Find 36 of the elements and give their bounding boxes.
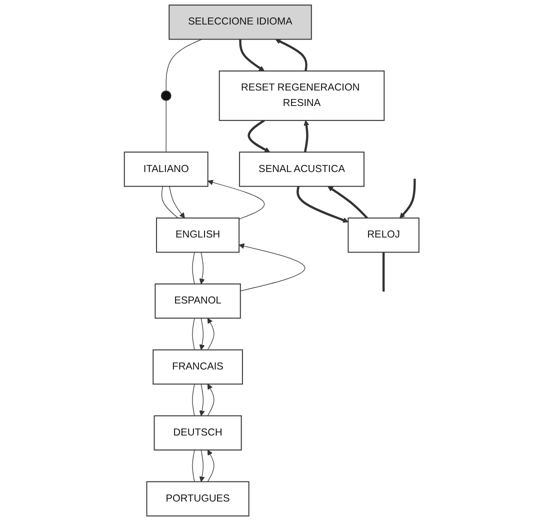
node-box: SENAL ACUSTICA bbox=[240, 152, 365, 187]
connector bbox=[192, 384, 196, 416]
arrow bbox=[248, 120, 271, 152]
node-box: ENGLISH bbox=[156, 218, 240, 253]
arrow bbox=[304, 120, 310, 152]
arrow bbox=[200, 384, 206, 416]
arrow bbox=[276, 38, 308, 72]
arrow bbox=[208, 384, 215, 416]
connector bbox=[192, 450, 196, 482]
node-box: ITALIANO bbox=[124, 152, 209, 187]
connector bbox=[192, 318, 196, 350]
arrow bbox=[297, 186, 349, 223]
node-box: RESET REGENERACION RESINA bbox=[219, 70, 386, 121]
node-box: SELECCIONE IDIOMA bbox=[169, 4, 312, 40]
arrow bbox=[239, 243, 306, 292]
arrow bbox=[208, 318, 215, 350]
node-box: FRANCAIS bbox=[153, 349, 244, 385]
arrow bbox=[200, 450, 206, 482]
arrow bbox=[240, 39, 265, 72]
node-box: ESPANOL bbox=[155, 283, 242, 319]
connector bbox=[192, 252, 196, 284]
arrow bbox=[200, 318, 206, 350]
node-box: PORTUGUES bbox=[146, 481, 250, 516]
node-box: RELOJ bbox=[348, 218, 420, 253]
arrow bbox=[208, 180, 266, 220]
connector bbox=[166, 38, 203, 92]
arrow bbox=[208, 450, 215, 482]
arrow bbox=[328, 186, 368, 219]
connector bbox=[382, 252, 386, 292]
node-circle bbox=[161, 90, 172, 101]
connector bbox=[166, 100, 167, 152]
node-box: DEUTSCH bbox=[154, 415, 242, 450]
arrow bbox=[200, 252, 206, 284]
connector bbox=[162, 186, 179, 218]
arrow bbox=[170, 186, 186, 218]
arrow bbox=[400, 178, 416, 218]
